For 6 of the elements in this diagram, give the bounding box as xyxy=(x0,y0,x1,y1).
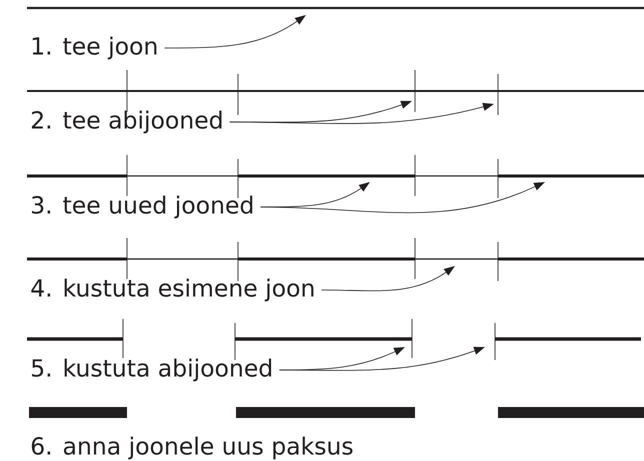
step-label: 3. tee uued jooned xyxy=(32,196,252,218)
step-label: 4. kustuta esimene joon xyxy=(31,278,314,302)
step-label: 2. tee abijooned xyxy=(32,110,222,134)
step-label: 1. tee joon xyxy=(32,36,156,60)
step-label: 6. anna joonele uus paksus xyxy=(32,436,352,460)
step-label: 5. kustuta abijooned xyxy=(32,358,272,382)
